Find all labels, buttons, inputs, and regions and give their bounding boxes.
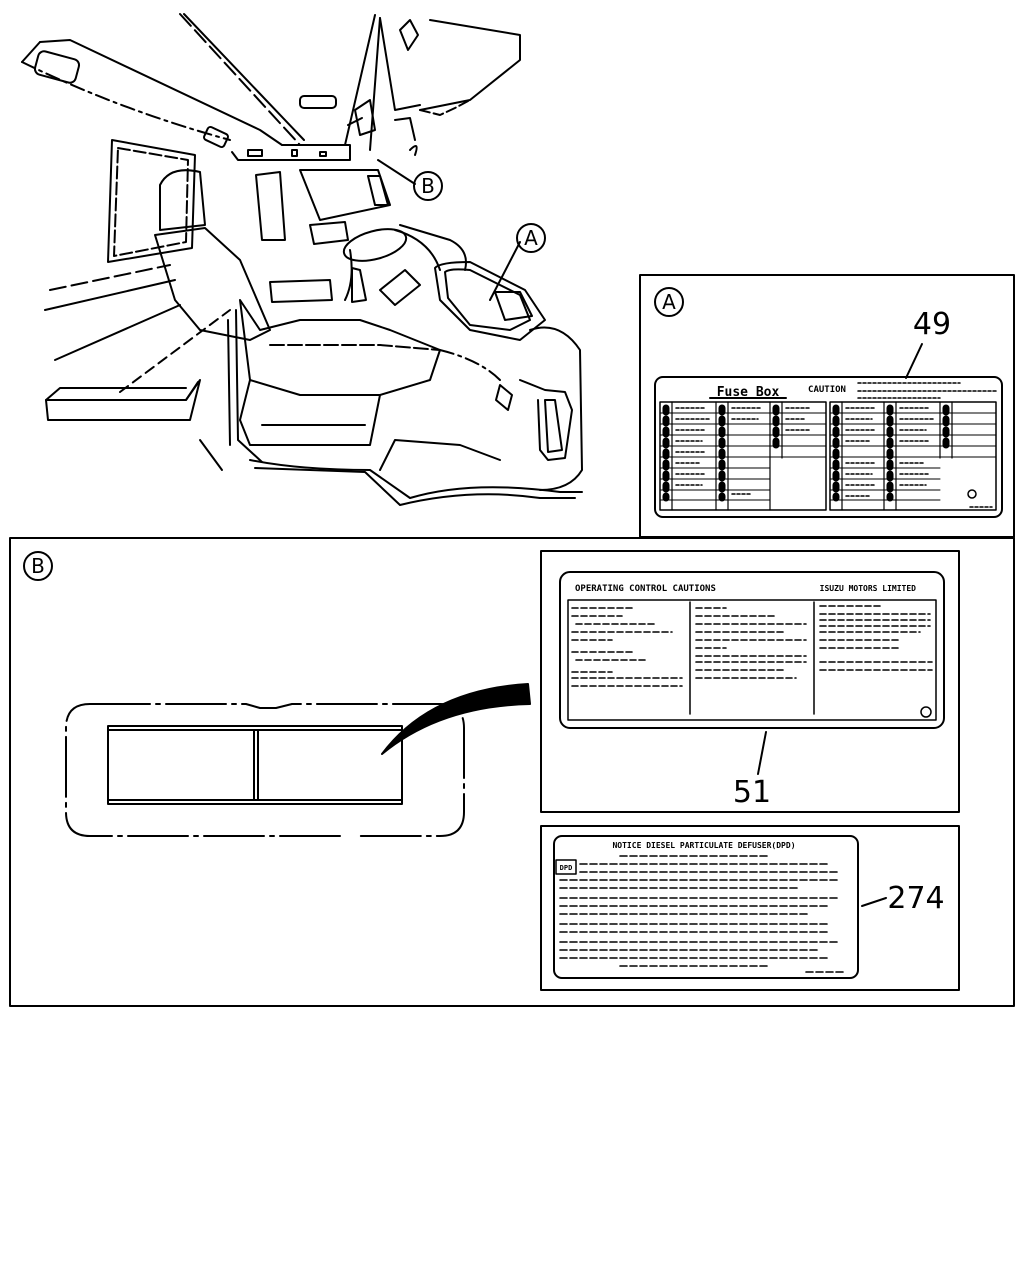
label-51-maker: ISUZU MOTORS LIMITED — [820, 584, 917, 593]
callout-b-letter: B — [421, 174, 435, 198]
part-number-274: 274 — [887, 881, 944, 916]
fuse-box-label: Fuse Box CAUTION — [654, 376, 1003, 518]
label-274-badge: DPD — [560, 864, 573, 872]
part-number-51: 51 — [733, 775, 771, 810]
panel-b-callout: B — [31, 554, 45, 578]
callout-a-letter: A — [524, 226, 538, 250]
detail-panel-b: B OPERATING CONTROL CAUTIONS ISUZU MOTOR… — [9, 537, 1015, 1007]
fuse-box-caution: CAUTION — [808, 385, 846, 395]
cab-interior-illustration — [21, 13, 583, 506]
operating-control-cautions-label: OPERATING CONTROL CAUTIONS ISUZU MOTORS … — [559, 571, 945, 729]
label-51-title: OPERATING CONTROL CAUTIONS — [575, 584, 716, 594]
callout-a-marker: A — [516, 223, 546, 253]
fuse-box-title: Fuse Box — [717, 385, 780, 400]
panel-a-callout: A — [662, 290, 676, 314]
detail-panel-a: A 49 Fuse Box CAUTION — [639, 274, 1015, 538]
diesel-particulate-notice-label: NOTICE DIESEL PARTICULATE DEFUSER(DPD) D… — [553, 835, 859, 979]
callout-b-marker: B — [413, 171, 443, 201]
label-274-title: NOTICE DIESEL PARTICULATE DEFUSER(DPD) — [612, 841, 795, 850]
part-number-49: 49 — [913, 307, 951, 342]
overhead-console-drawing — [65, 683, 531, 837]
